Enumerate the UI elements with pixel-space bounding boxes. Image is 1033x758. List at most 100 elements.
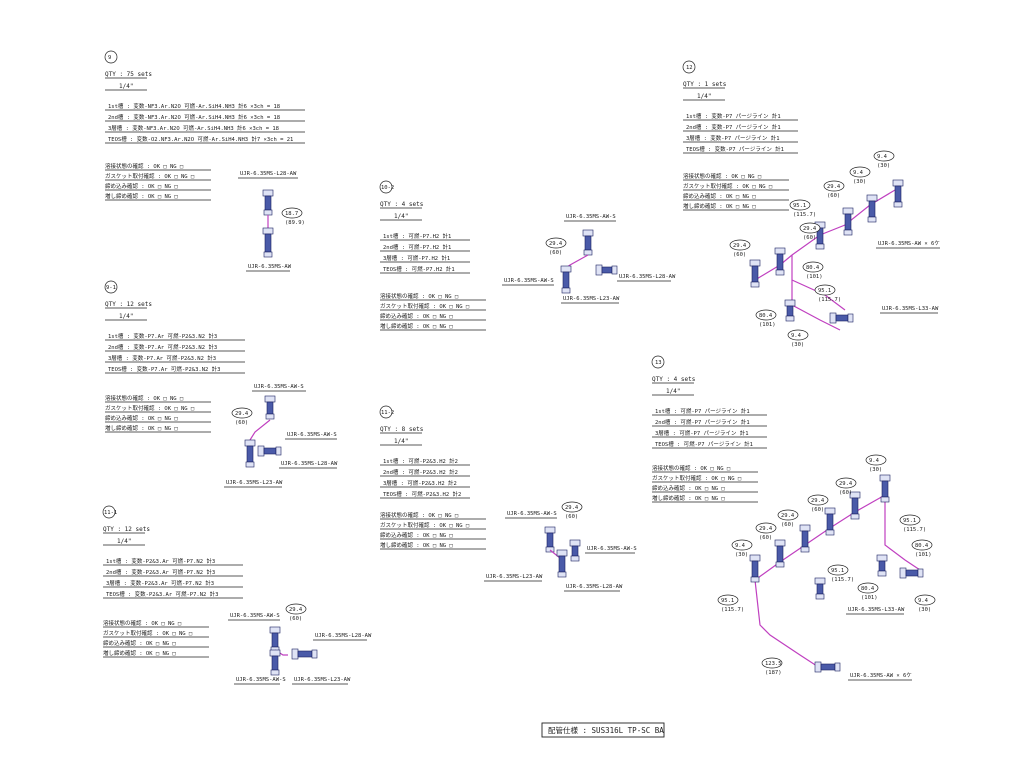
gas-line-row: 2nd槽 : 変数-NF3.Ar.N2O 可燃-Ar.SiH4.NH3 計6 ×… bbox=[108, 113, 280, 121]
part-number: UJR-6.35MS-L33-AW bbox=[848, 607, 905, 613]
fitting bbox=[244, 439, 256, 468]
fitting-nut bbox=[569, 539, 581, 547]
gas-line-row: 2nd槽 : 変数-P7 パージライン 計1 bbox=[686, 123, 781, 131]
fitting bbox=[269, 649, 281, 676]
dimension-value: 29.4 bbox=[565, 505, 579, 511]
dimension-tag: 80.4(101) bbox=[911, 539, 933, 558]
fitting-nut bbox=[879, 474, 891, 482]
dimension-bubble bbox=[789, 199, 811, 211]
fitting bbox=[784, 299, 796, 322]
part-number: UJR-6.35MS-L23-AW bbox=[486, 574, 543, 580]
fitting-body bbox=[776, 545, 784, 563]
fitting-body bbox=[266, 401, 274, 415]
dimension-sub: (89.9) bbox=[285, 220, 305, 226]
pipe-run bbox=[549, 549, 561, 559]
fitting-nut bbox=[595, 264, 603, 276]
fitting-body bbox=[751, 265, 759, 283]
pipe-size: 1/4" bbox=[117, 538, 131, 545]
fitting-gland bbox=[775, 561, 785, 568]
part-number: UJR-6.35MS-L28-AW bbox=[281, 461, 338, 467]
fitting-nut bbox=[774, 539, 786, 547]
dimension-sub: (60) bbox=[839, 490, 852, 496]
fitting-gland bbox=[867, 216, 877, 223]
qty-label: QTY : 4 sets bbox=[652, 376, 696, 383]
fitting-gland bbox=[850, 513, 860, 520]
check-row: ガスケット取付確認 : OK □ NG □ bbox=[683, 182, 773, 190]
fitting-nut bbox=[244, 439, 256, 447]
dimension-value: 9.4 bbox=[869, 458, 880, 464]
part-number: UJR-6.35MS-AW × 6ケ bbox=[878, 240, 940, 247]
part-number: UJR-6.35MS-L23-AW bbox=[563, 296, 620, 302]
fitting-body bbox=[297, 650, 313, 658]
fitting-body bbox=[878, 560, 886, 572]
dimension-tag: 29.4(60) bbox=[545, 237, 567, 256]
dimension-tag: 95.1(115.7) bbox=[827, 564, 854, 583]
dimension-value: 29.4 bbox=[839, 481, 853, 487]
dimension-value: 123.5 bbox=[765, 661, 782, 667]
assembly-9-1: UJR-6.35MS-AW-S29.4(60)UJR-6.35MS-AW-SUJ… bbox=[224, 384, 338, 488]
fitting bbox=[582, 229, 594, 256]
dimension-sub: (30) bbox=[791, 342, 804, 348]
gas-line-row: 2nd槽 : 変数-P7.Ar 可燃-P2&3.N2 計3 bbox=[108, 343, 217, 351]
part-number: UJR-6.35MS-L28-AW bbox=[315, 633, 372, 639]
check-row: 溶接状態の確認 : OK □ NG □ bbox=[105, 394, 184, 402]
dimension-value: 29.4 bbox=[811, 498, 825, 504]
dimension-bubble bbox=[777, 509, 799, 521]
dimension-tag: 29.4(60) bbox=[799, 222, 821, 241]
fitting bbox=[814, 661, 841, 673]
block-id-circle bbox=[379, 180, 393, 194]
block-id: 13 bbox=[655, 360, 662, 366]
check-row: 溶接状態の確認 : OK □ NG □ bbox=[103, 619, 182, 627]
fitting-gland bbox=[750, 576, 760, 583]
check-row: ガスケット取付確認 : OK □ NG □ bbox=[380, 521, 470, 529]
fitting-body bbox=[816, 583, 824, 595]
gas-line-row: 3層槽 : 変数-P2&3.Ar 可燃-P7.N2 計3 bbox=[106, 579, 214, 587]
gas-line-row: 1st槽 : 変数-NF3.Ar.N2O 可燃-Ar.SiH4.NH3 計6 ×… bbox=[108, 102, 280, 110]
fitting bbox=[262, 189, 274, 216]
dimension-bubble bbox=[911, 539, 933, 551]
dimension-bubble bbox=[827, 564, 849, 576]
fitting-body bbox=[776, 253, 784, 271]
dimension-tag: 29.4(60) bbox=[807, 494, 829, 513]
assembly-13: 9.4(30)29.4(60)29.4(60)29.4(60)29.4(60)9… bbox=[717, 454, 936, 681]
check-row: ガスケット取付確認 : OK □ NG □ bbox=[380, 302, 470, 310]
pipe-run bbox=[754, 579, 821, 669]
dimension-tag: 29.4(60) bbox=[777, 509, 799, 528]
part-number: UJR-6.35MS-L28-AW bbox=[240, 171, 297, 177]
fitting-body bbox=[835, 314, 849, 322]
gas-line-row: TEOS槽 : 変数-P7.Ar 可燃-P2&3.N2 計3 bbox=[108, 365, 220, 373]
fitting-gland bbox=[825, 529, 835, 536]
fitting-body bbox=[584, 235, 592, 251]
fitting-body bbox=[601, 266, 613, 274]
gas-line-row: 1st槽 : 可燃-P7.H2 計1 bbox=[383, 232, 451, 240]
dimension-value: 18.7 bbox=[285, 211, 298, 217]
fitting bbox=[544, 526, 556, 553]
gas-line-row: TEOS槽 : 可燃-P7.H2 計1 bbox=[383, 265, 455, 273]
dimension-sub: (60) bbox=[235, 420, 248, 426]
dimension-tag: 29.4 (60) bbox=[835, 477, 857, 496]
dimension-sub: (187) bbox=[765, 670, 782, 676]
gas-line-row: 3層槽 : 変数-P7.Ar 可燃-P2&3.N2 計3 bbox=[108, 354, 216, 362]
fitting bbox=[829, 312, 854, 324]
fitting-nut bbox=[749, 554, 761, 562]
dimension-bubble bbox=[823, 180, 845, 192]
dimension-value: 95.1 bbox=[721, 598, 734, 604]
fitting-body bbox=[571, 545, 579, 557]
fitting-gland bbox=[775, 269, 785, 276]
pipe-run bbox=[884, 495, 921, 571]
dimension-tag: 80.4(101) bbox=[802, 261, 824, 280]
fitting bbox=[879, 474, 891, 503]
dimension-tag: 95.1(115.7) bbox=[814, 284, 841, 303]
check-row: ガスケット取付確認 : OK □ NG □ bbox=[103, 629, 193, 637]
gas-line-row: 1st槽 : 変数-P7 パージライン 計1 bbox=[686, 112, 781, 120]
fitting-gland bbox=[917, 568, 924, 578]
gas-line-row: TEOS槽 : 可燃-P2&3.H2 計2 bbox=[383, 490, 461, 498]
fitting-body bbox=[264, 233, 272, 253]
pipe-size: 1/4" bbox=[119, 83, 133, 90]
dimension-tag: 18.7 (89.9) bbox=[281, 207, 305, 226]
dimension-bubble bbox=[799, 222, 821, 234]
